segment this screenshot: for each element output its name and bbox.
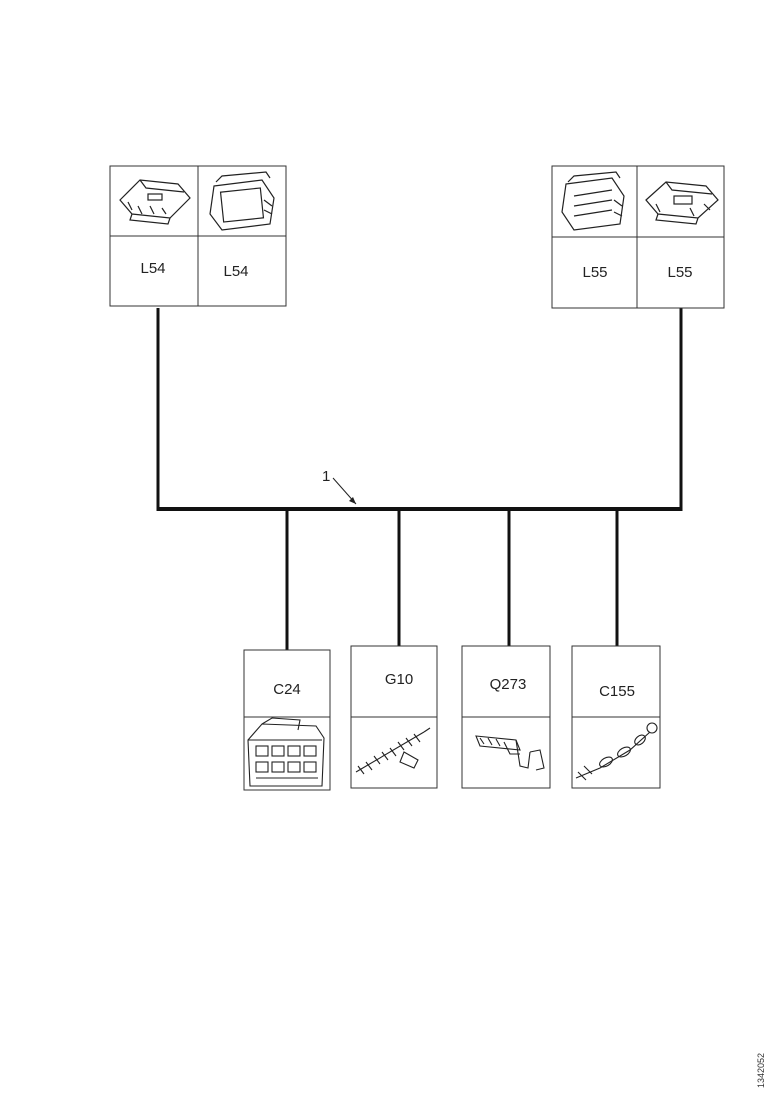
connector-label-l54-a: L54 [140,260,165,277]
connector-label-q273: Q273 [490,676,527,693]
connector-box-g10: G10 [350,645,438,789]
connector-box-q273: Q273 [461,645,551,789]
callout-arrowhead [349,497,356,504]
connector-label-l55-b: L55 [667,264,692,281]
connector-label-l55-a: L55 [582,264,607,281]
connector-box-l55: L55 L55 [551,165,725,309]
connector-label-c155: C155 [599,683,635,700]
connector-box-l54: L54 L54 [109,165,287,307]
harness-callout: 1 [322,468,357,505]
connector-housing-icon [119,179,191,225]
connector-label-g10: G10 [385,671,413,688]
wire-terminal-icon [575,722,658,781]
connector-label-l54-b: L54 [223,263,248,280]
document-id: 1342052 [756,1053,766,1088]
connector-housing-face-icon [209,171,275,231]
connector-housing-icon [645,181,719,225]
connector-box-c24: C24 [243,649,331,791]
callout-number: 1 [322,468,330,485]
terminal-strip-icon [355,727,431,775]
multi-pin-connector-icon [247,717,325,787]
connector-box-c155: C155 [571,645,661,789]
connector-label-c24: C24 [273,681,301,698]
harness-wires [156,308,683,650]
bracket-terminal-icon [475,735,545,771]
connector-housing-face-icon [561,171,625,231]
